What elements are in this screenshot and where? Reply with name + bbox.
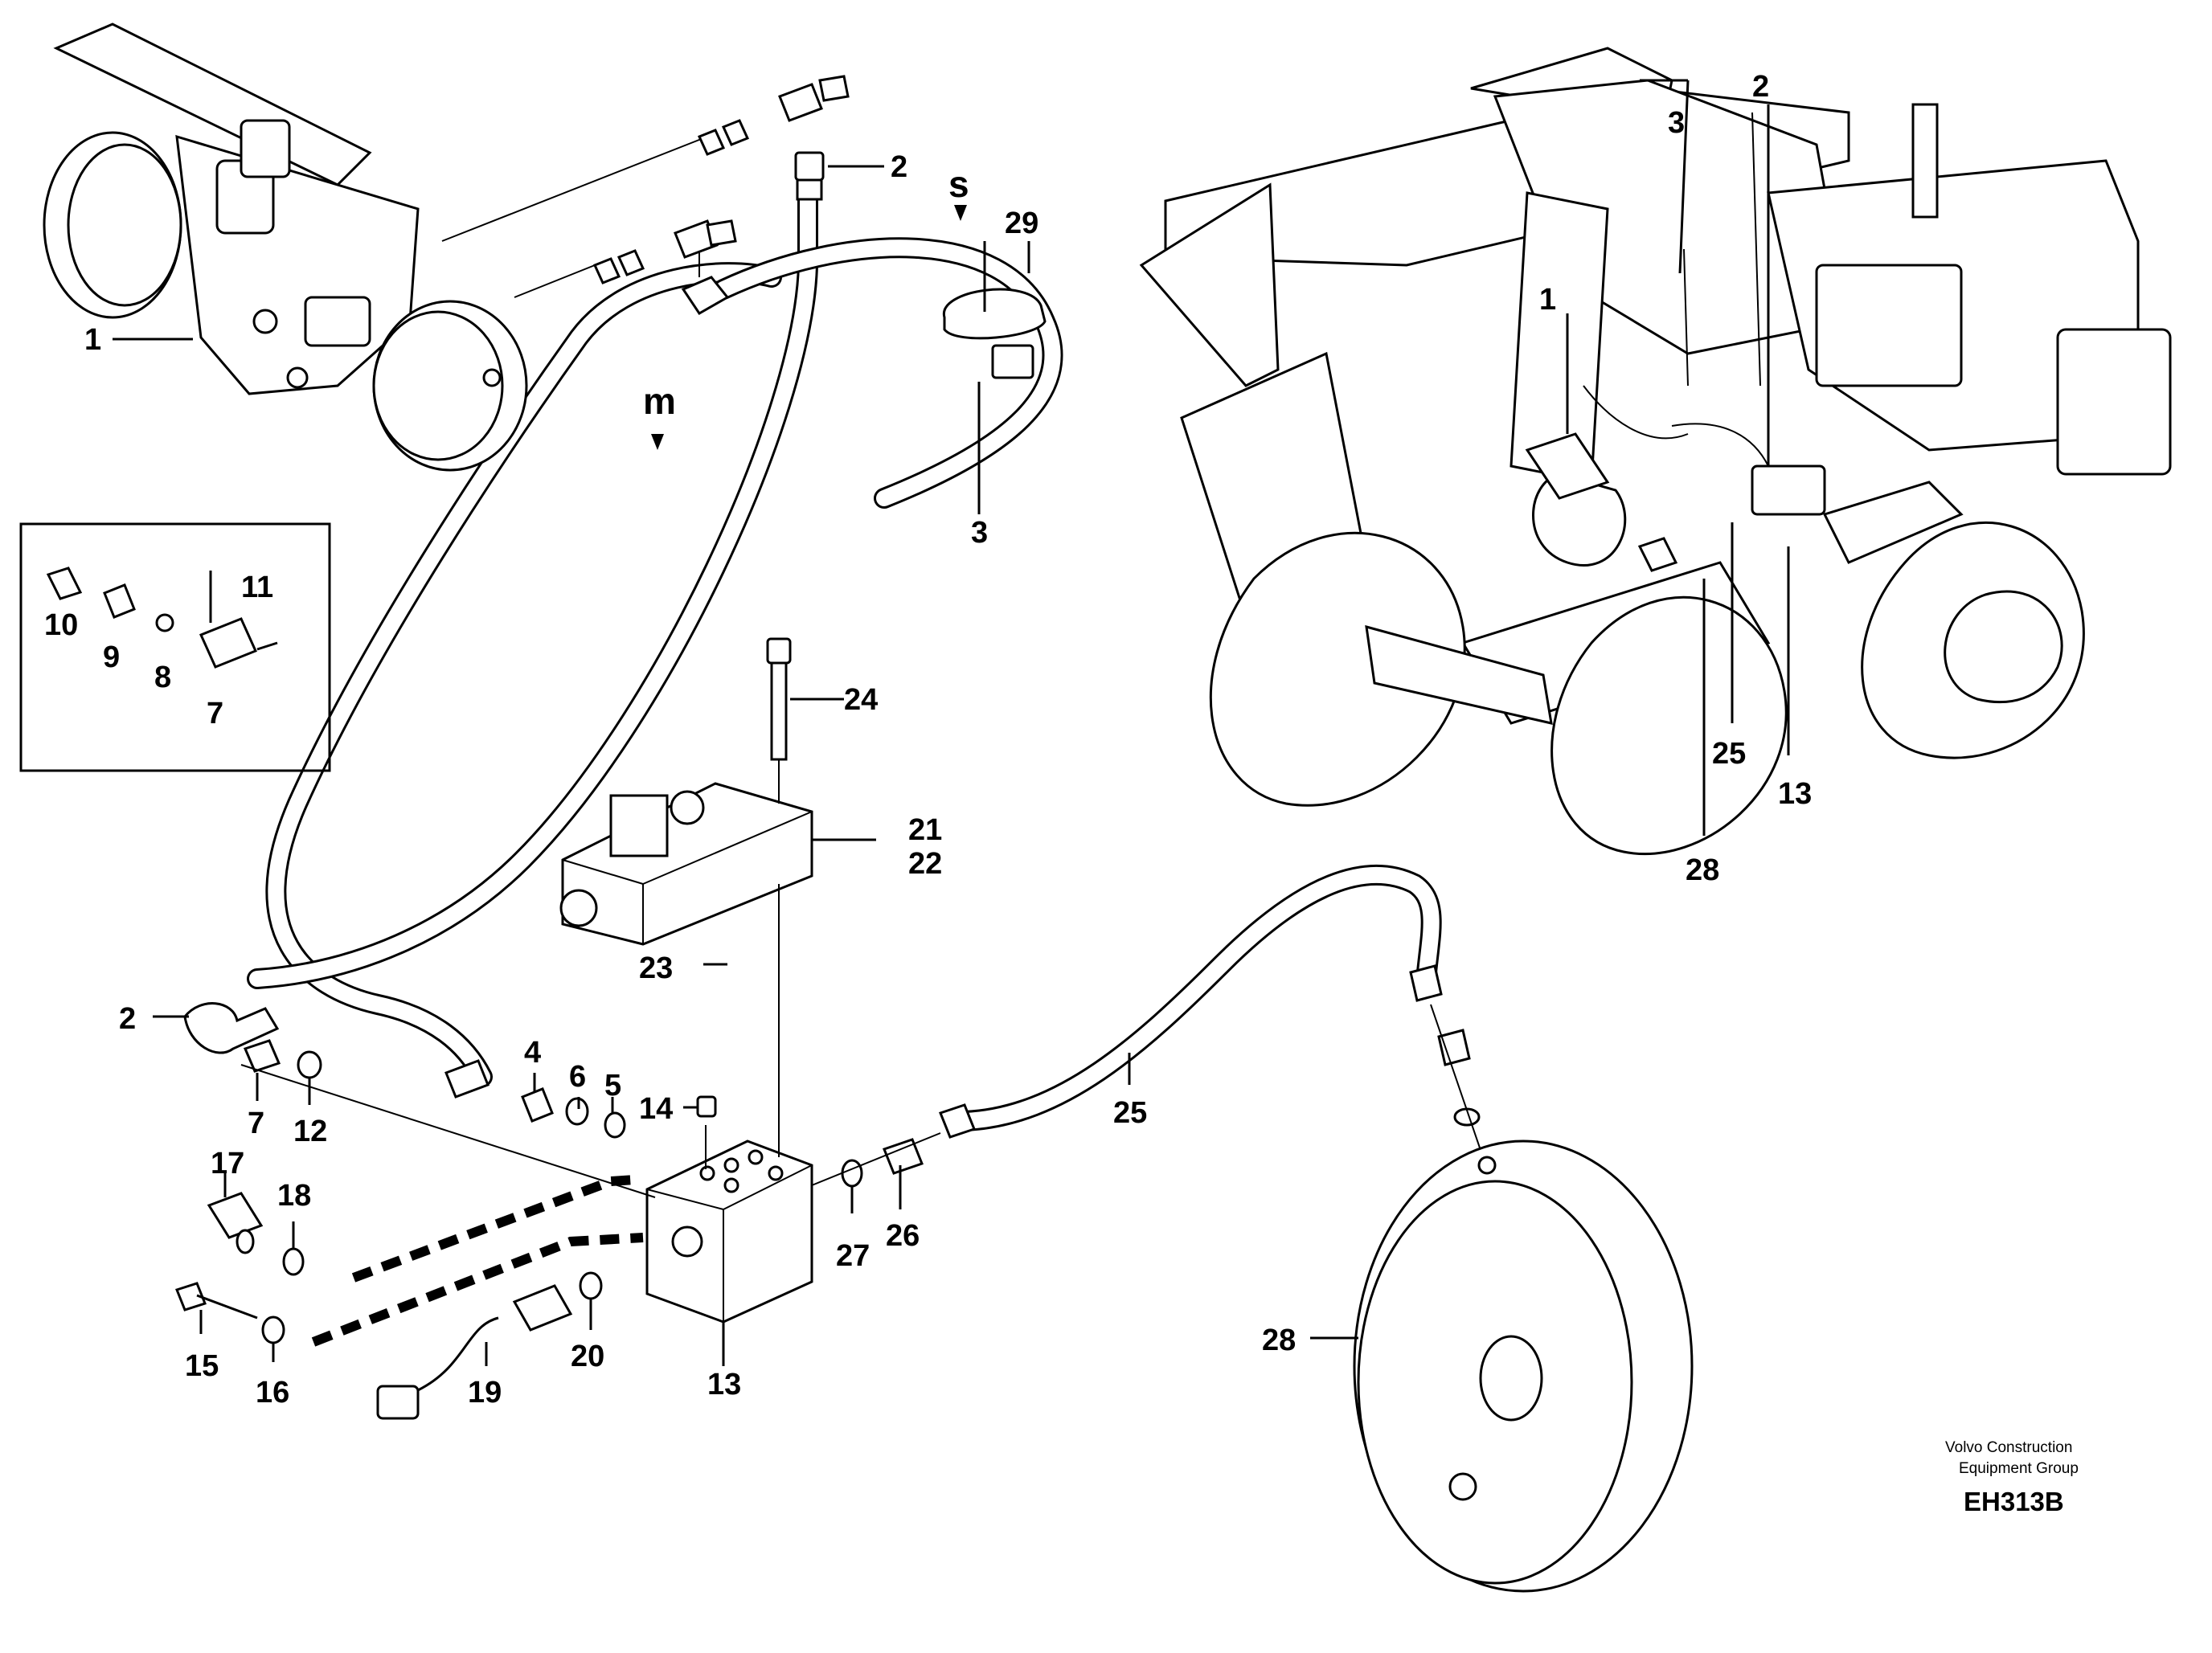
brake-chamber-28 <box>1353 1140 1694 1593</box>
marker-s: s <box>948 163 969 205</box>
label-25-machine: 25 <box>1712 737 1746 771</box>
label-1: 1 <box>84 323 101 357</box>
hose-m <box>265 262 782 1087</box>
label-1-machine: 1 <box>1539 283 1556 317</box>
fittings-left <box>183 1002 656 1198</box>
label-20: 20 <box>571 1340 604 1373</box>
leader-lines <box>113 79 1790 1366</box>
arrow-s <box>954 205 967 221</box>
label-4: 4 <box>524 1036 541 1070</box>
label-8: 8 <box>154 661 171 694</box>
credit-line-1: Volvo Construction <box>1945 1439 2072 1456</box>
drawing-code: EH313B <box>1964 1487 2064 1516</box>
arrow-m <box>651 434 664 450</box>
publisher-credit: Volvo Construction Equipment Group EH313… <box>1945 1439 2079 1516</box>
label-18: 18 <box>277 1179 311 1213</box>
label-2-machine: 2 <box>1752 70 1769 104</box>
label-7: 7 <box>248 1107 264 1140</box>
inset-box <box>19 522 331 772</box>
label-26: 26 <box>886 1219 920 1253</box>
marker-m: m <box>643 380 676 422</box>
label-5: 5 <box>604 1069 621 1103</box>
hose-25 <box>954 864 1442 1131</box>
label-10: 10 <box>44 608 78 642</box>
label-2-left: 2 <box>119 1002 136 1036</box>
label-15: 15 <box>185 1349 219 1383</box>
solenoid-valve-21-22 <box>559 782 876 946</box>
inset-parts <box>46 567 278 669</box>
label-7-inset: 7 <box>207 697 223 730</box>
label-3: 3 <box>971 516 988 550</box>
label-21: 21 <box>908 813 942 847</box>
fittings-28 <box>1409 964 1484 1158</box>
label-28: 28 <box>1262 1324 1296 1357</box>
label-17: 17 <box>211 1147 244 1180</box>
credit-line-2: Equipment Group <box>1959 1460 2079 1477</box>
label-28-machine: 28 <box>1686 853 1719 887</box>
label-14: 14 <box>639 1092 673 1126</box>
brake-valve-1 <box>43 23 528 472</box>
label-16: 16 <box>256 1376 289 1410</box>
label-2: 2 <box>891 150 907 184</box>
label-25: 25 <box>1113 1096 1147 1130</box>
harness-17 <box>351 1175 636 1283</box>
label-23: 23 <box>639 951 673 985</box>
fittings-26-27 <box>811 1103 976 1188</box>
label-24: 24 <box>844 683 878 717</box>
label-6: 6 <box>569 1060 586 1094</box>
label-19: 19 <box>468 1376 502 1410</box>
label-13-machine: 13 <box>1778 777 1812 811</box>
fittings-top <box>441 75 850 315</box>
harness-15 <box>311 1233 644 1347</box>
connectors-lower-left <box>175 1192 603 1420</box>
label-13: 13 <box>707 1368 741 1401</box>
bolt-24 <box>766 637 844 804</box>
label-27: 27 <box>836 1239 870 1273</box>
label-9: 9 <box>103 640 120 674</box>
label-29: 29 <box>1005 207 1038 240</box>
label-11: 11 <box>241 571 273 604</box>
callout-labels: 1 2 29 3 11 10 9 8 7 24 21 22 23 2 4 6 5… <box>44 70 1812 1410</box>
label-12: 12 <box>293 1115 327 1148</box>
manifold-block-13 <box>645 884 813 1366</box>
machine-overview <box>1139 47 2172 855</box>
label-3-machine: 3 <box>1668 106 1685 140</box>
label-22: 22 <box>908 847 942 881</box>
clamp-29 <box>943 241 1047 379</box>
